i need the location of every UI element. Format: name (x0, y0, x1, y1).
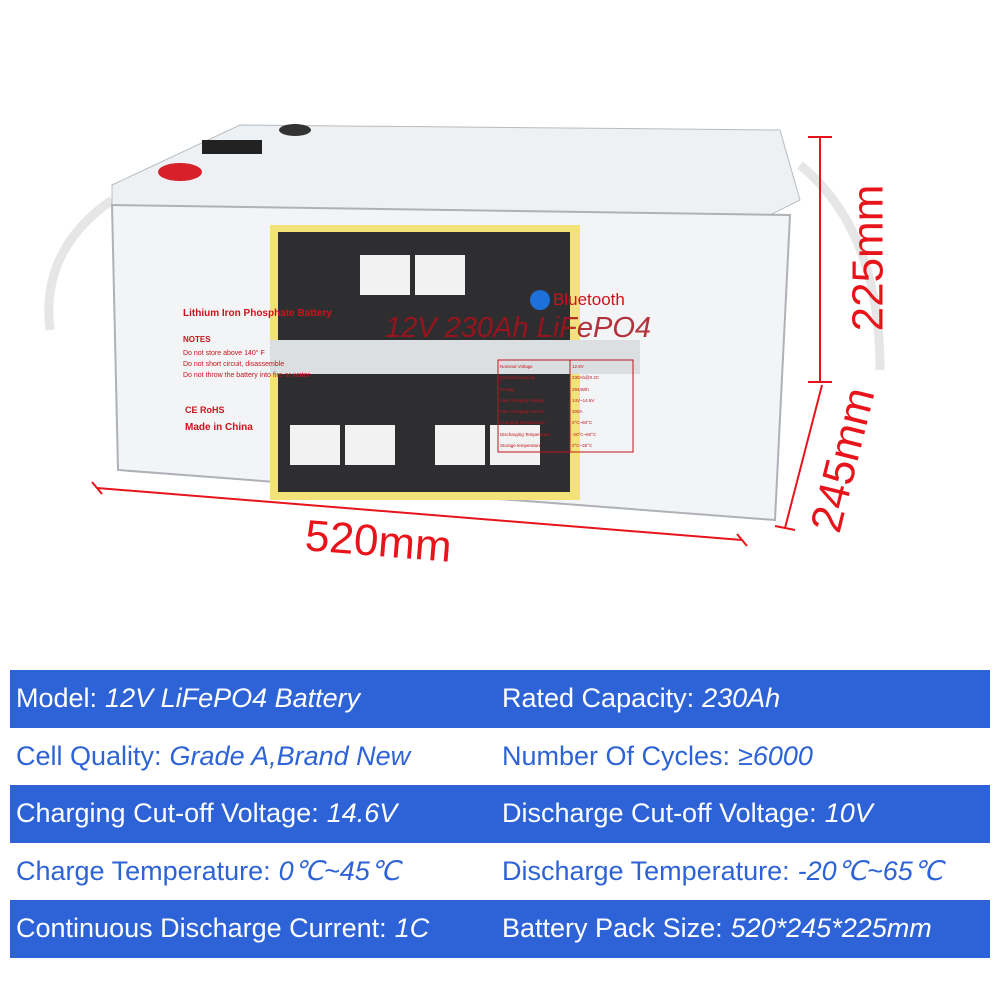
label-spec-key: Discharging Temperature (500, 431, 551, 437)
label-spec-row: Storage temperature 0°C~35°C (500, 440, 633, 451)
label-spec-key: Nominal Voltage (500, 364, 533, 369)
spec-value: 10V (824, 798, 873, 829)
label-notes: Do not store above 140° F Do not short c… (183, 348, 310, 381)
spec-right: Battery Pack Size:520*245*225mm (502, 913, 990, 944)
label-spec-key: Max Charging Voltage (500, 397, 545, 403)
label-spec-rows: Nominal Voltage 12.8V Nominal Capacity 230A… (500, 361, 633, 451)
dimension-height: 225mm (843, 184, 893, 332)
label-spec-value: 0°C~60°C (572, 420, 593, 426)
label-spec-key: Storage temperature (500, 443, 542, 449)
spec-row: Charging Cut-off Voltage:14.6V Discharge… (10, 785, 990, 843)
spec-row: Continuous Discharge Current:1C Battery … (10, 900, 990, 958)
spec-right: Discharge Cut-off Voltage:10V (502, 798, 990, 829)
label-spec-value: 14V~14.6V (572, 397, 595, 403)
label-notes-heading: NOTES (183, 335, 211, 344)
spec-label: Charging Cut-off Voltage: (16, 798, 319, 829)
spec-row: Model:12V LiFePO4 Battery Rated Capacity… (10, 670, 990, 728)
spec-value: 520*245*225mm (730, 913, 932, 944)
label-spec-key: Charging Temperature (500, 420, 545, 426)
label-spec-row: Max Charging Voltage 14V~14.6V (500, 395, 633, 406)
spec-label: Discharge Temperature: (502, 855, 790, 886)
note: Do not short circuit, disassemble (183, 361, 285, 368)
positive-terminal (158, 163, 202, 181)
spec-right: Discharge Temperature:-20℃~65℃ (502, 856, 990, 887)
label-made-in: Made in China (185, 422, 253, 433)
label-spec-row: Nominal Capacity 230Ah@0.2C (500, 372, 633, 383)
label-headline: 12V 230Ah LiFePO4 (385, 312, 652, 344)
label-spec-value: 230Ah@0.2C (572, 375, 600, 381)
spec-value: 1C (394, 913, 430, 944)
display-screen (202, 140, 262, 154)
spec-label: Continuous Discharge Current: (16, 913, 387, 944)
label-spec-key: Energy (500, 386, 515, 392)
label-spec-row: Max Charging Current 200A (500, 406, 633, 417)
spec-label: Model: (16, 683, 98, 714)
label-spec-value: 200A (572, 409, 583, 415)
right-handle (797, 161, 885, 371)
left-handle (44, 196, 115, 331)
spec-label: Number Of Cycles: (502, 740, 731, 771)
spec-table: Model:12V LiFePO4 Battery Rated Capacity… (10, 670, 990, 958)
label-spec-row: Discharging Temperature -20°C~60°C (500, 429, 633, 440)
spec-label: Cell Quality: (16, 740, 162, 771)
spec-value: 14.6V (326, 798, 398, 829)
label-spec-value: 12.8V (572, 364, 584, 369)
label-title: Lithium Iron Phosphate Battery (183, 308, 332, 319)
spec-left: Cell Quality:Grade A,Brand New (10, 741, 502, 772)
note: Do not store above 140° F (183, 350, 265, 357)
spec-value: 230Ah (702, 683, 781, 714)
label-certs: CE RoHS (185, 405, 225, 415)
label-spec-row: Energy 2944Wh (500, 384, 633, 395)
label-bluetooth: Bluetooth (553, 290, 625, 309)
spec-left: Charging Cut-off Voltage:14.6V (10, 798, 502, 829)
label-spec-row: Charging Temperature 0°C~60°C (500, 417, 633, 428)
spec-right: Number Of Cycles:≥6000 (502, 741, 990, 772)
bluetooth-icon (530, 290, 550, 310)
label-spec-value: 2944Wh (572, 386, 589, 392)
spec-label: Battery Pack Size: (502, 913, 723, 944)
note: Do not throw the battery into fire or wa… (183, 372, 310, 379)
label-spec-table (497, 359, 634, 453)
battery-illustration (44, 124, 885, 547)
label-spec-key: Max Charging Current (500, 409, 545, 415)
spec-row: Charge Temperature:0℃~45℃ Discharge Temp… (10, 842, 990, 900)
spec-row: Cell Quality:Grade A,Brand New Number Of… (10, 727, 990, 785)
label-spec-row: Nominal Voltage 12.8V (500, 361, 633, 372)
spec-value: ≥6000 (738, 740, 813, 771)
spec-value: -20℃~65℃ (797, 855, 944, 886)
label-spec-value: -20°C~60°C (572, 431, 597, 437)
negative-terminal (279, 124, 311, 136)
spec-label: Charge Temperature: (16, 855, 271, 886)
label-spec-value: 0°C~35°C (572, 443, 593, 449)
spec-label: Discharge Cut-off Voltage: (502, 798, 817, 829)
spec-value: 12V LiFePO4 Battery (105, 683, 361, 714)
spec-left: Charge Temperature:0℃~45℃ (10, 856, 502, 887)
spec-left: Continuous Discharge Current:1C (10, 913, 502, 944)
spec-label: Rated Capacity: (502, 683, 695, 714)
spec-left: Model:12V LiFePO4 Battery (10, 683, 502, 714)
spec-value: 0℃~45℃ (278, 855, 401, 886)
spec-right: Rated Capacity:230Ah (502, 683, 990, 714)
dimension-lines (91, 136, 832, 547)
cell-bracket (270, 340, 640, 374)
label-spec-key: Nominal Capacity (500, 375, 536, 381)
spec-value: Grade A,Brand New (169, 740, 411, 771)
